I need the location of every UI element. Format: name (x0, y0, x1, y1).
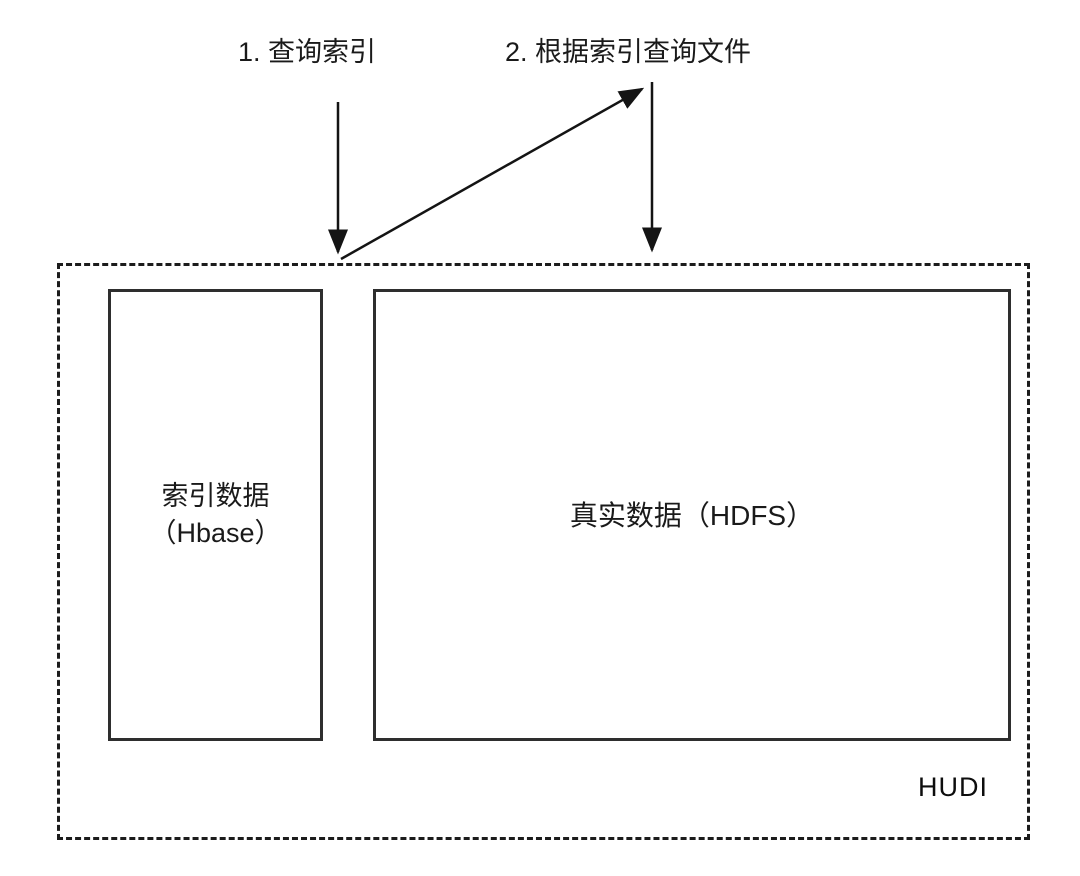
real-data-box-label: 真实数据（HDFS） (569, 499, 815, 531)
hudi-container-label: HUDI (918, 772, 988, 802)
step1-label: 1. 查询索引 (238, 37, 377, 67)
hudi-dashed-container (57, 263, 1030, 840)
step2-label: 2. 根据索引查询文件 (505, 37, 752, 67)
arrow-step2-up-diagonal-icon (340, 87, 645, 261)
index-data-box: 索引数据 （Hbase） (108, 289, 323, 741)
real-data-box: 真实数据（HDFS） (373, 289, 1011, 741)
index-data-box-label-line2: （Hbase） (149, 518, 282, 548)
index-data-box-label-line1: 索引数据 (161, 481, 270, 511)
